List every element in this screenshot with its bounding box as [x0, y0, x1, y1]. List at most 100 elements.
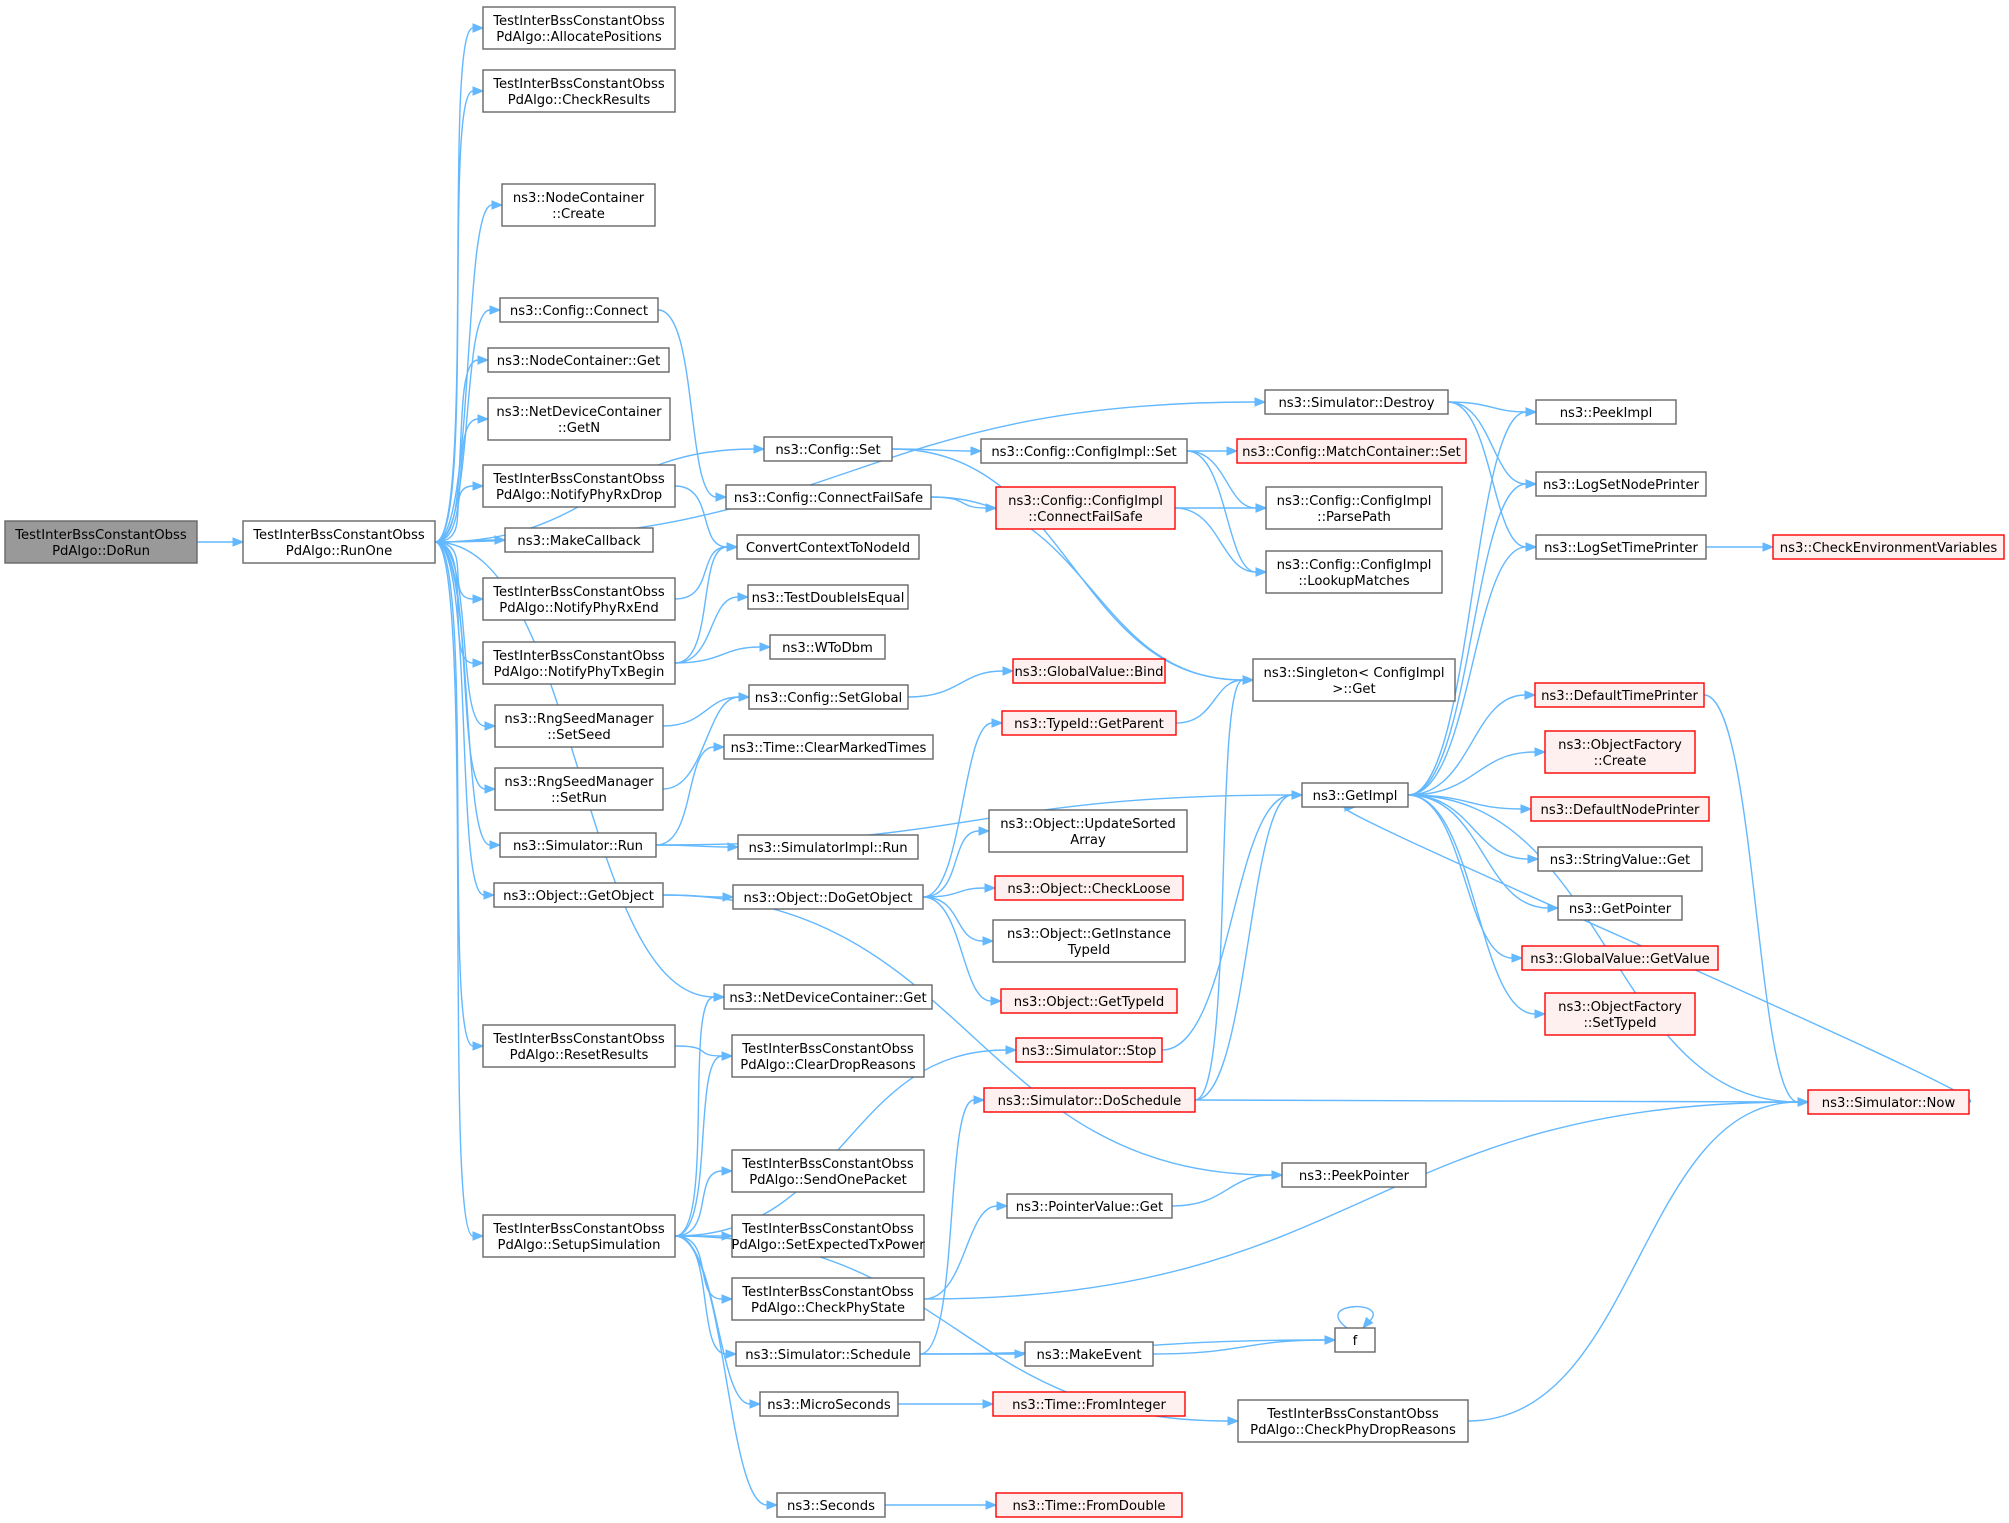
- node-label: PdAlgo::NotifyPhyRxDrop: [496, 488, 662, 503]
- node-sendone[interactable]: TestInterBssConstantObssPdAlgo::SendOneP…: [731, 1149, 925, 1193]
- node-seconds[interactable]: ns3::Seconds: [776, 1492, 886, 1518]
- node-box: [1544, 730, 1696, 774]
- node-matchset[interactable]: ns3::Config::MatchContainer::Set: [1236, 438, 1467, 464]
- node-setglobal[interactable]: ns3::Config::SetGlobal: [748, 684, 909, 710]
- node-resetres[interactable]: TestInterBssConstantObssPdAlgo::ResetRes…: [482, 1024, 676, 1068]
- node-wtodbm[interactable]: ns3::WToDbm: [769, 634, 886, 660]
- arrowhead: [1255, 567, 1268, 577]
- node-simrun[interactable]: ns3::Simulator::Run: [499, 832, 657, 858]
- node-makeevent[interactable]: ns3::MakeEvent: [1024, 1341, 1154, 1367]
- node-label: ns3::Object::GetTypeId: [1014, 995, 1164, 1010]
- node-cfgimplset[interactable]: ns3::Config::ConfigImpl::Set: [980, 438, 1188, 464]
- node-label: PdAlgo::NotifyPhyRxEnd: [499, 601, 658, 616]
- node-setseed[interactable]: ns3::RngSeedManager::SetSeed: [494, 704, 664, 748]
- node-getimpl[interactable]: ns3::GetImpl: [1301, 782, 1409, 808]
- node-box: [769, 634, 886, 660]
- node-simnow[interactable]: ns3::Simulator::Now: [1807, 1089, 1970, 1115]
- node-checkloose[interactable]: ns3::Object::CheckLoose: [994, 875, 1184, 901]
- edge-dogetobject-to-objgettypeid: [922, 896, 1003, 1006]
- node-nccreate[interactable]: ns3::NodeContainer::Create: [501, 183, 656, 227]
- node-getpointer[interactable]: ns3::GetPointer: [1557, 895, 1683, 921]
- node-label: ns3::GetImpl: [1313, 789, 1398, 804]
- edge-line: [1186, 450, 1257, 509]
- node-cfgimplconnfs[interactable]: ns3::Config::ConfigImpl::ConnectFailSafe: [995, 486, 1176, 530]
- node-lookupmatches[interactable]: ns3::Config::ConfigImpl::LookupMatches: [1265, 550, 1443, 594]
- node-checkphystate[interactable]: TestInterBssConstantObssPdAlgo::CheckPhy…: [731, 1277, 925, 1321]
- node-box: [731, 1277, 925, 1321]
- node-box: [732, 884, 924, 910]
- node-cfgconnect[interactable]: ns3::Config::Connect: [499, 297, 659, 323]
- node-convctx[interactable]: ConvertContextToNodeId: [736, 534, 920, 560]
- node-f[interactable]: f: [1334, 1327, 1376, 1353]
- node-rxend[interactable]: TestInterBssConstantObssPdAlgo::NotifyPh…: [482, 577, 676, 621]
- node-logsettime[interactable]: ns3::LogSetTimePrinter: [1535, 534, 1707, 560]
- node-setupsim[interactable]: TestInterBssConstantObssPdAlgo::SetupSim…: [482, 1214, 676, 1258]
- node-simstop[interactable]: ns3::Simulator::Stop: [1015, 1037, 1163, 1063]
- edge-dorun-to-runone: [196, 537, 245, 547]
- node-label: ::SetRun: [551, 791, 607, 806]
- arrowhead: [489, 305, 502, 315]
- node-makecb[interactable]: ns3::MakeCallback: [504, 527, 654, 553]
- arrowhead: [477, 414, 490, 424]
- node-box: [242, 520, 436, 564]
- node-singletonget[interactable]: ns3::Singleton< ConfigImpl >::Get: [1252, 658, 1456, 702]
- node-rxdrop[interactable]: TestInterBssConstantObssPdAlgo::NotifyPh…: [482, 464, 676, 508]
- node-setrun[interactable]: ns3::RngSeedManager::SetRun: [494, 767, 664, 811]
- node-logsetnode[interactable]: ns3::LogSetNodePrinter: [1535, 471, 1707, 497]
- node-testdbl[interactable]: ns3::TestDoubleIsEqual: [747, 584, 909, 610]
- arrowhead: [232, 537, 245, 547]
- node-setexptx[interactable]: TestInterBssConstantObssPdAlgo::SetExpec…: [731, 1214, 925, 1258]
- node-cleardrop[interactable]: TestInterBssConstantObssPdAlgo::ClearDro…: [731, 1034, 925, 1078]
- arrowhead: [1511, 953, 1524, 963]
- node-clearmarked[interactable]: ns3::Time::ClearMarkedTimes: [723, 734, 934, 760]
- node-stringvalget[interactable]: ns3::StringValue::Get: [1537, 846, 1703, 872]
- node-deftimeprinter[interactable]: ns3::DefaultTimePrinter: [1534, 682, 1705, 708]
- node-fromint[interactable]: ns3::Time::FromInteger: [992, 1391, 1186, 1417]
- node-dogetobject[interactable]: ns3::Object::DoGetObject: [732, 884, 924, 910]
- edge-line: [1171, 1174, 1273, 1207]
- edge-line: [923, 1101, 1799, 1300]
- node-peekimpl[interactable]: ns3::PeekImpl: [1535, 399, 1677, 425]
- node-gvbind[interactable]: ns3::GlobalValue::Bind: [1012, 658, 1166, 684]
- node-microseconds[interactable]: ns3::MicroSeconds: [759, 1391, 899, 1417]
- node-checkenv[interactable]: ns3::CheckEnvironmentVariables: [1772, 534, 2005, 560]
- node-simdestroy[interactable]: ns3::Simulator::Destroy: [1264, 389, 1449, 415]
- edge-line: [434, 541, 491, 846]
- node-box: [992, 919, 1186, 963]
- node-doschedule[interactable]: ns3::Simulator::DoSchedule: [983, 1087, 1196, 1113]
- node-ncget[interactable]: ns3::NodeContainer::Get: [487, 347, 670, 373]
- node-objfactsettype[interactable]: ns3::ObjectFactory::SetTypeId: [1544, 992, 1696, 1036]
- node-ndcgetn[interactable]: ns3::NetDeviceContainer::GetN: [487, 397, 671, 441]
- node-fromdouble[interactable]: ns3::Time::FromDouble: [995, 1492, 1183, 1518]
- node-objgettypeid[interactable]: ns3::Object::GetTypeId: [1000, 988, 1178, 1014]
- node-label: ns3::Simulator::Now: [1822, 1096, 1956, 1111]
- node-label: ns3::PeekPointer: [1299, 1169, 1410, 1184]
- node-defnodeprinter[interactable]: ns3::DefaultNodePrinter: [1530, 796, 1710, 822]
- node-checkres[interactable]: TestInterBssConstantObssPdAlgo::CheckRes…: [482, 69, 676, 113]
- edge-line: [674, 546, 728, 600]
- node-box: [1281, 1162, 1427, 1188]
- node-cfgset[interactable]: ns3::Config::Set: [763, 436, 893, 462]
- node-ndcget[interactable]: ns3::NetDeviceContainer::Get: [723, 984, 933, 1010]
- node-allocpos[interactable]: TestInterBssConstantObssPdAlgo::Allocate…: [482, 6, 676, 50]
- node-getobject[interactable]: ns3::Object::GetObject: [493, 882, 664, 908]
- node-peekpointer[interactable]: ns3::PeekPointer: [1281, 1162, 1427, 1188]
- arrowhead: [753, 444, 766, 454]
- node-label: ns3::NodeContainer::Get: [497, 354, 661, 369]
- node-simimplrun[interactable]: ns3::SimulatorImpl::Run: [737, 834, 919, 860]
- arrowhead: [1324, 1335, 1337, 1345]
- arrowhead: [715, 492, 728, 502]
- node-ptrvalget[interactable]: ns3::PointerValue::Get: [1006, 1193, 1173, 1219]
- node-txbegin[interactable]: TestInterBssConstantObssPdAlgo::NotifyPh…: [482, 641, 676, 685]
- node-typeidparent[interactable]: ns3::TypeId::GetParent: [1001, 710, 1177, 736]
- node-cfgconnfs[interactable]: ns3::Config::ConnectFailSafe: [725, 484, 932, 510]
- node-checkphydrop[interactable]: TestInterBssConstantObssPdAlgo::CheckPhy…: [1237, 1399, 1469, 1443]
- node-parsepath[interactable]: ns3::Config::ConfigImpl::ParsePath: [1265, 486, 1443, 530]
- node-objfactcreate[interactable]: ns3::ObjectFactory::Create: [1544, 730, 1696, 774]
- node-gvgetvalue[interactable]: ns3::GlobalValue::GetValue: [1521, 945, 1719, 971]
- node-simschedule[interactable]: ns3::Simulator::Schedule: [735, 1341, 921, 1367]
